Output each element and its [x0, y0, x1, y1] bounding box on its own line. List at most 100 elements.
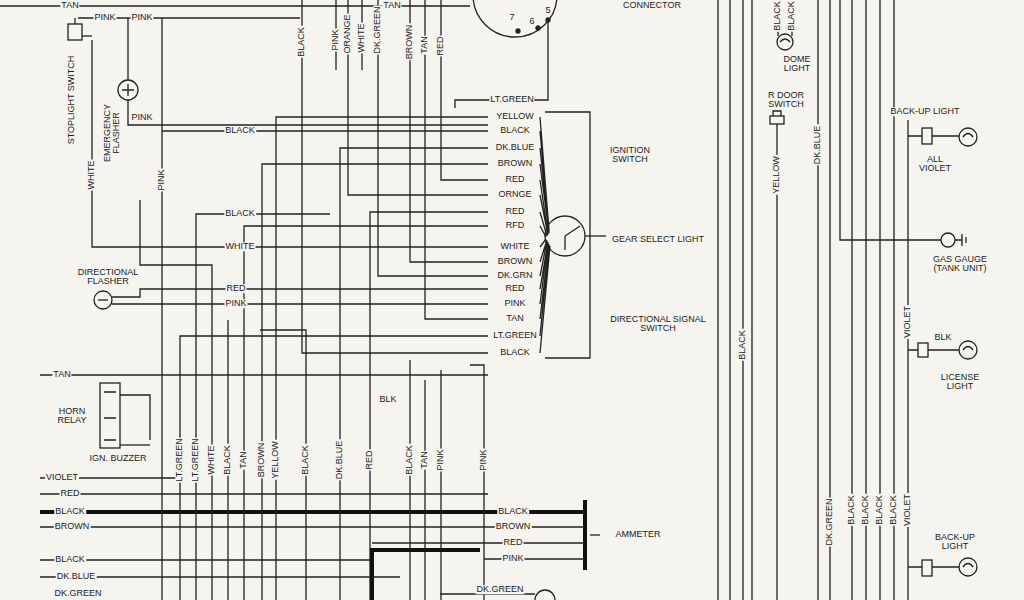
wire-color-label: TAN [420, 450, 429, 469]
component-symbol [545, 216, 585, 256]
wire [441, 0, 488, 180]
pin-number: 7 [508, 13, 515, 22]
wire-color-label: TAN [52, 370, 71, 379]
wire-color-label: LT.GREEN [191, 437, 200, 482]
wire-color-label: WHITE [500, 242, 531, 251]
wire-color-label: BLACK [787, 0, 796, 32]
wire [244, 226, 488, 600]
wire-color-label: DK.GRN [496, 271, 533, 280]
wire-color-label: VIOLET [903, 305, 912, 339]
wire [162, 130, 488, 131]
wire-color-label: TAN [382, 1, 401, 10]
component-symbol [922, 560, 932, 576]
component-label: HORN RELAY [51, 407, 93, 426]
wire-color-label: PINK [93, 13, 116, 22]
component-label: DIRECTIONAL SIGNAL SWITCH [602, 315, 714, 334]
wire-color-label: ORANGE [343, 13, 352, 54]
wire-color-label: DK.GREEN [373, 5, 382, 54]
wire-color-label: RFD [505, 221, 526, 230]
component-label: EMERGENCY FLASHER [103, 102, 122, 164]
wire [127, 18, 128, 80]
wire [140, 200, 212, 600]
wire [348, 0, 488, 195]
wire-color-label: WHITE [87, 160, 96, 191]
wire [40, 559, 372, 560]
component-label: GEAR SELECT LIGHT [611, 235, 705, 244]
wire [440, 370, 441, 600]
wire-color-label: PINK [436, 448, 445, 471]
wire [545, 112, 590, 358]
wire-color-label: BLACK [301, 444, 310, 476]
wire [104, 392, 116, 440]
wire-color-label: BLACK [847, 494, 856, 526]
wire [590, 534, 600, 535]
wire-color-label: BLACK [875, 494, 884, 526]
wire [955, 234, 966, 246]
component-label: LICENSE LIGHT [934, 373, 986, 392]
component-symbol [94, 291, 112, 309]
wire [425, 0, 488, 319]
component-label: BACK-UP LIGHT [929, 533, 981, 552]
wire-color-label: BLACK [54, 555, 86, 564]
wire-color-label: BLK [933, 333, 952, 342]
component-label: BACK-UP LIGHT [890, 107, 961, 116]
wire [963, 347, 973, 351]
wire-color-label: BLACK [224, 209, 256, 218]
wire [908, 135, 959, 136]
wire-color-label: BLACK [405, 444, 414, 476]
wire [907, 120, 908, 600]
wire-color-label: YELLOW [271, 440, 280, 480]
wire [852, 0, 894, 600]
wire [120, 395, 150, 440]
wire-color-label: BLACK [499, 126, 531, 135]
component-label: IGN. BUZZER [88, 454, 147, 463]
wire [963, 134, 973, 138]
wire-color-label: RED [504, 175, 525, 184]
wire-color-label: TAN [60, 1, 79, 10]
wire [92, 40, 488, 247]
component-symbol [941, 233, 955, 247]
wire-color-label: BROWN [497, 159, 534, 168]
wire [340, 148, 488, 600]
wire-color-label: PINK [157, 168, 166, 191]
wire [370, 212, 488, 600]
wire-color-label: RED [59, 489, 80, 498]
wire [484, 558, 585, 559]
wire [120, 444, 150, 445]
wire-color-label: BLACK [54, 507, 86, 516]
component-symbol [118, 80, 138, 100]
wire-color-label: BROWN [405, 24, 414, 61]
wire-color-label: VIOLET [903, 493, 912, 527]
component-label: CONNECTOR [622, 1, 682, 10]
wire-color-label: BLACK [738, 329, 747, 361]
wire-color-label: BLACK [223, 444, 232, 476]
wire-color-label: YELLOW [772, 155, 781, 195]
wire-color-label: RED [504, 207, 525, 216]
wire-color-label: YELLOW [495, 112, 535, 121]
wire [378, 0, 488, 276]
wire-color-label: PINK [224, 299, 247, 308]
wire [128, 100, 488, 125]
component-symbol [473, 0, 557, 37]
wire [470, 365, 484, 600]
wire-color-label: RED [436, 35, 445, 56]
component-symbol [100, 383, 120, 448]
wire-color-label: RED [225, 284, 246, 293]
wire [780, 39, 790, 42]
wire [262, 164, 488, 600]
wire-color-label: BROWN [495, 522, 532, 531]
component-label: AMMETER [615, 530, 662, 539]
wire [773, 111, 781, 116]
wire [718, 0, 752, 600]
wire-color-label: DK.BLUE [495, 143, 536, 152]
wire-color-label: BLACK [499, 348, 531, 357]
wire-color-label: BLK [378, 395, 397, 404]
component-symbol [777, 34, 793, 50]
wire-color-label: BLACK [889, 494, 898, 526]
wire [40, 374, 488, 375]
wire [908, 566, 959, 567]
wire-color-label: WHITE [207, 445, 216, 476]
component-symbol [68, 24, 82, 40]
wire-color-label: PINK [479, 448, 488, 471]
